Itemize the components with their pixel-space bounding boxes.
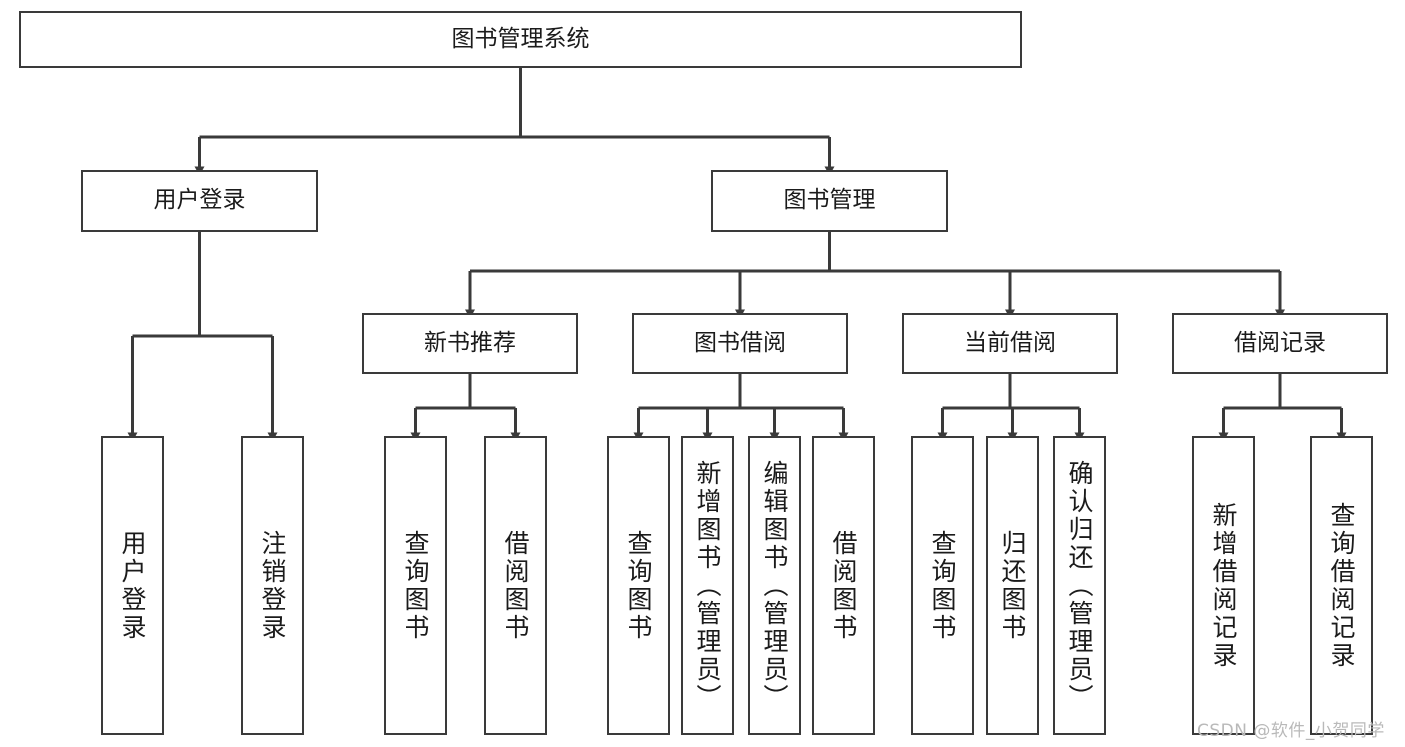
node-borrow-record-label: 借阅记录 bbox=[1234, 329, 1326, 356]
node-new-book-recommend-label: 新书推荐 bbox=[424, 329, 516, 356]
leaf-edit-book[interactable]: 编辑图书（管理员） bbox=[748, 436, 801, 735]
leaf-add-book[interactable]: 新增图书（管理员） bbox=[681, 436, 734, 735]
node-user-login-label: 用户登录 bbox=[153, 187, 246, 214]
node-book-borrow[interactable]: 图书借阅 bbox=[632, 313, 848, 374]
node-book-borrow-label: 图书借阅 bbox=[694, 329, 786, 356]
leaf-edit-book-label: 编辑图书（管理员） bbox=[760, 459, 789, 712]
csdn-watermark: CSDN @软件_小贺同学 bbox=[1197, 721, 1385, 741]
leaf-add-borrow-record[interactable]: 新增借阅记录 bbox=[1192, 436, 1255, 735]
leaf-confirm-return[interactable]: 确认归还（管理员） bbox=[1053, 436, 1106, 735]
leaf-query-borrow-record[interactable]: 查询借阅记录 bbox=[1310, 436, 1373, 735]
leaf-add-borrow-record-label: 新增借阅记录 bbox=[1209, 501, 1238, 670]
leaf-query-book-3[interactable]: 查询图书 bbox=[911, 436, 974, 735]
node-book-admin[interactable]: 图书管理 bbox=[711, 170, 948, 232]
leaf-borrow-book-2-label: 借阅图书 bbox=[829, 529, 858, 642]
node-borrow-record[interactable]: 借阅记录 bbox=[1172, 313, 1388, 374]
node-new-book-recommend[interactable]: 新书推荐 bbox=[362, 313, 578, 374]
leaf-query-book-2-label: 查询图书 bbox=[624, 529, 653, 642]
node-book-admin-label: 图书管理 bbox=[783, 187, 876, 214]
node-current-borrow-label: 当前借阅 bbox=[964, 329, 1056, 356]
leaf-query-book-1-label: 查询图书 bbox=[401, 529, 430, 642]
leaf-query-book-3-label: 查询图书 bbox=[928, 529, 957, 642]
node-current-borrow[interactable]: 当前借阅 bbox=[902, 313, 1118, 374]
leaf-logout[interactable]: 注销登录 bbox=[241, 436, 304, 735]
node-root[interactable]: 图书管理系统 bbox=[19, 11, 1022, 68]
leaf-borrow-book-2[interactable]: 借阅图书 bbox=[812, 436, 875, 735]
leaf-return-book-label: 归还图书 bbox=[998, 529, 1027, 642]
leaf-query-borrow-record-label: 查询借阅记录 bbox=[1327, 501, 1356, 670]
leaf-logout-label: 注销登录 bbox=[258, 529, 287, 642]
leaf-add-book-label: 新增图书（管理员） bbox=[693, 459, 722, 712]
leaf-confirm-return-label: 确认归还（管理员） bbox=[1065, 459, 1094, 712]
leaf-return-book[interactable]: 归还图书 bbox=[986, 436, 1039, 735]
leaf-query-book-1[interactable]: 查询图书 bbox=[384, 436, 447, 735]
node-user-login[interactable]: 用户登录 bbox=[81, 170, 318, 232]
leaf-query-book-2[interactable]: 查询图书 bbox=[607, 436, 670, 735]
node-root-label: 图书管理系统 bbox=[451, 25, 590, 52]
leaf-user-login-label: 用户登录 bbox=[118, 529, 147, 642]
leaf-borrow-book-1[interactable]: 借阅图书 bbox=[484, 436, 547, 735]
leaf-borrow-book-1-label: 借阅图书 bbox=[501, 529, 530, 642]
leaf-user-login[interactable]: 用户登录 bbox=[101, 436, 164, 735]
